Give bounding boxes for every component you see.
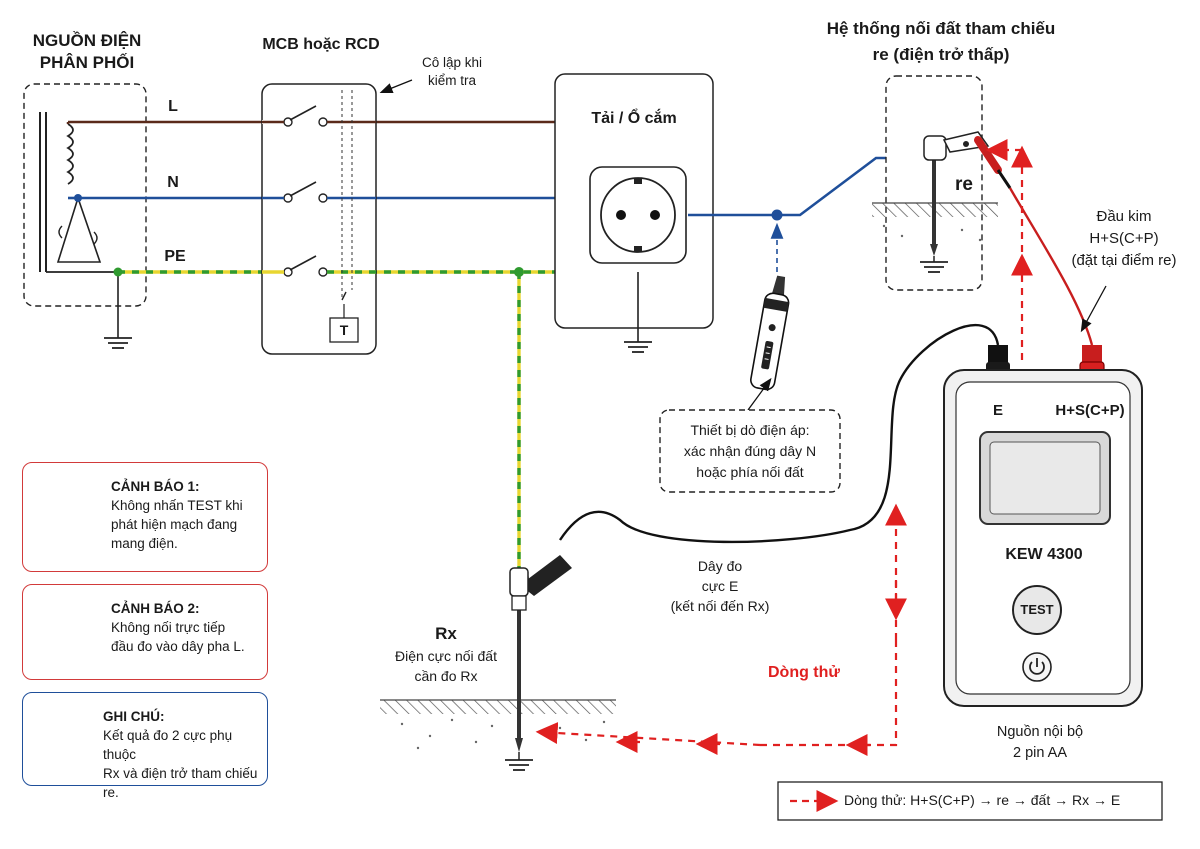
meter-power-label: Nguồn nội bộ 2 pin AA [996, 724, 1084, 761]
warning-line: Không nhấn TEST khi [111, 498, 243, 513]
load-socket [554, 73, 714, 353]
rx-description: Điện cực nối đất cần đo Rx [395, 648, 497, 684]
source-transformer [23, 83, 147, 307]
wire-PE [118, 270, 640, 570]
legend-box [777, 781, 1163, 821]
label-N: N [167, 174, 179, 191]
ground-symbol-icon [104, 272, 132, 349]
label-L: L [168, 98, 178, 115]
test-button-label[interactable]: TEST [1020, 602, 1054, 617]
note-title: GHI CHÚ: [103, 709, 165, 724]
power-icon [1029, 658, 1045, 675]
breaker-box [261, 83, 377, 355]
lead-e-label: Dây đo cực E (kết nối đến Rx) [670, 558, 770, 614]
reference-earth [872, 75, 998, 291]
meter-model: KEW 4300 [1005, 546, 1083, 563]
warning-line: đầu đo vào dây pha L. [111, 639, 245, 654]
test-button[interactable] [1012, 585, 1062, 635]
socket-icon [600, 177, 676, 253]
note-line: Kết quả đo 2 cực phụ thuộc [103, 728, 233, 762]
note-line: Rx và điện trở tham chiếu re. [103, 766, 258, 800]
test-current-path [535, 139, 1033, 756]
test-current-label: Dòng thử [767, 664, 840, 681]
legend-text: Dòng thử: H+S(C+P) → re → đất → Rx → E [844, 792, 1121, 808]
warning-card-2: CẢNH BÁO 2: Không nối trực tiếp đầu đo v… [22, 584, 268, 680]
re-label: re [955, 174, 973, 195]
meter-terminal-hs: H+S(C+P) [1055, 402, 1125, 419]
reference-title: Hệ thống nối đất tham chiếu re (điện trở… [826, 19, 1056, 64]
voltage-detector-icon [750, 275, 790, 391]
warning-line: phát hiện mạch đang [111, 517, 238, 532]
source-title: NGUỒN ĐIỆN PHÂN PHỐI [32, 31, 142, 72]
rx-label: Rx [435, 624, 457, 643]
meter-terminal-e: E [992, 402, 1003, 419]
isolate-arrow [379, 79, 413, 93]
trip-box-label: T [339, 322, 349, 338]
warning-title: CẢNH BÁO 1: [111, 479, 200, 494]
warning-card-1: CẢNH BÁO 1: Không nhấn TEST khi phát hiệ… [22, 462, 268, 572]
rx-electrode [380, 567, 616, 771]
note-card: GHI CHÚ: Kết quả đo 2 cực phụ thuộc Rx v… [22, 692, 268, 800]
breaker-title: MCB hoặc RCD [262, 36, 380, 53]
warning-line: Không nối trực tiếp [111, 620, 226, 635]
warning-line: mang điện. [111, 536, 178, 551]
probe-label: Đầu kim H+S(C+P) (đặt tại điểm re) [1071, 208, 1177, 269]
isolate-label: Cô lập khi kiểm tra [421, 55, 483, 88]
detector-callout [659, 409, 841, 493]
label-PE: PE [164, 248, 186, 265]
meter-kew4300 [943, 369, 1143, 707]
load-title: Tải / Ổ cắm [591, 110, 677, 127]
warning-title: CẢNH BÁO 2: [111, 601, 200, 616]
detector-label: Thiết bị dò điện áp: xác nhận đúng dây N… [683, 422, 817, 480]
